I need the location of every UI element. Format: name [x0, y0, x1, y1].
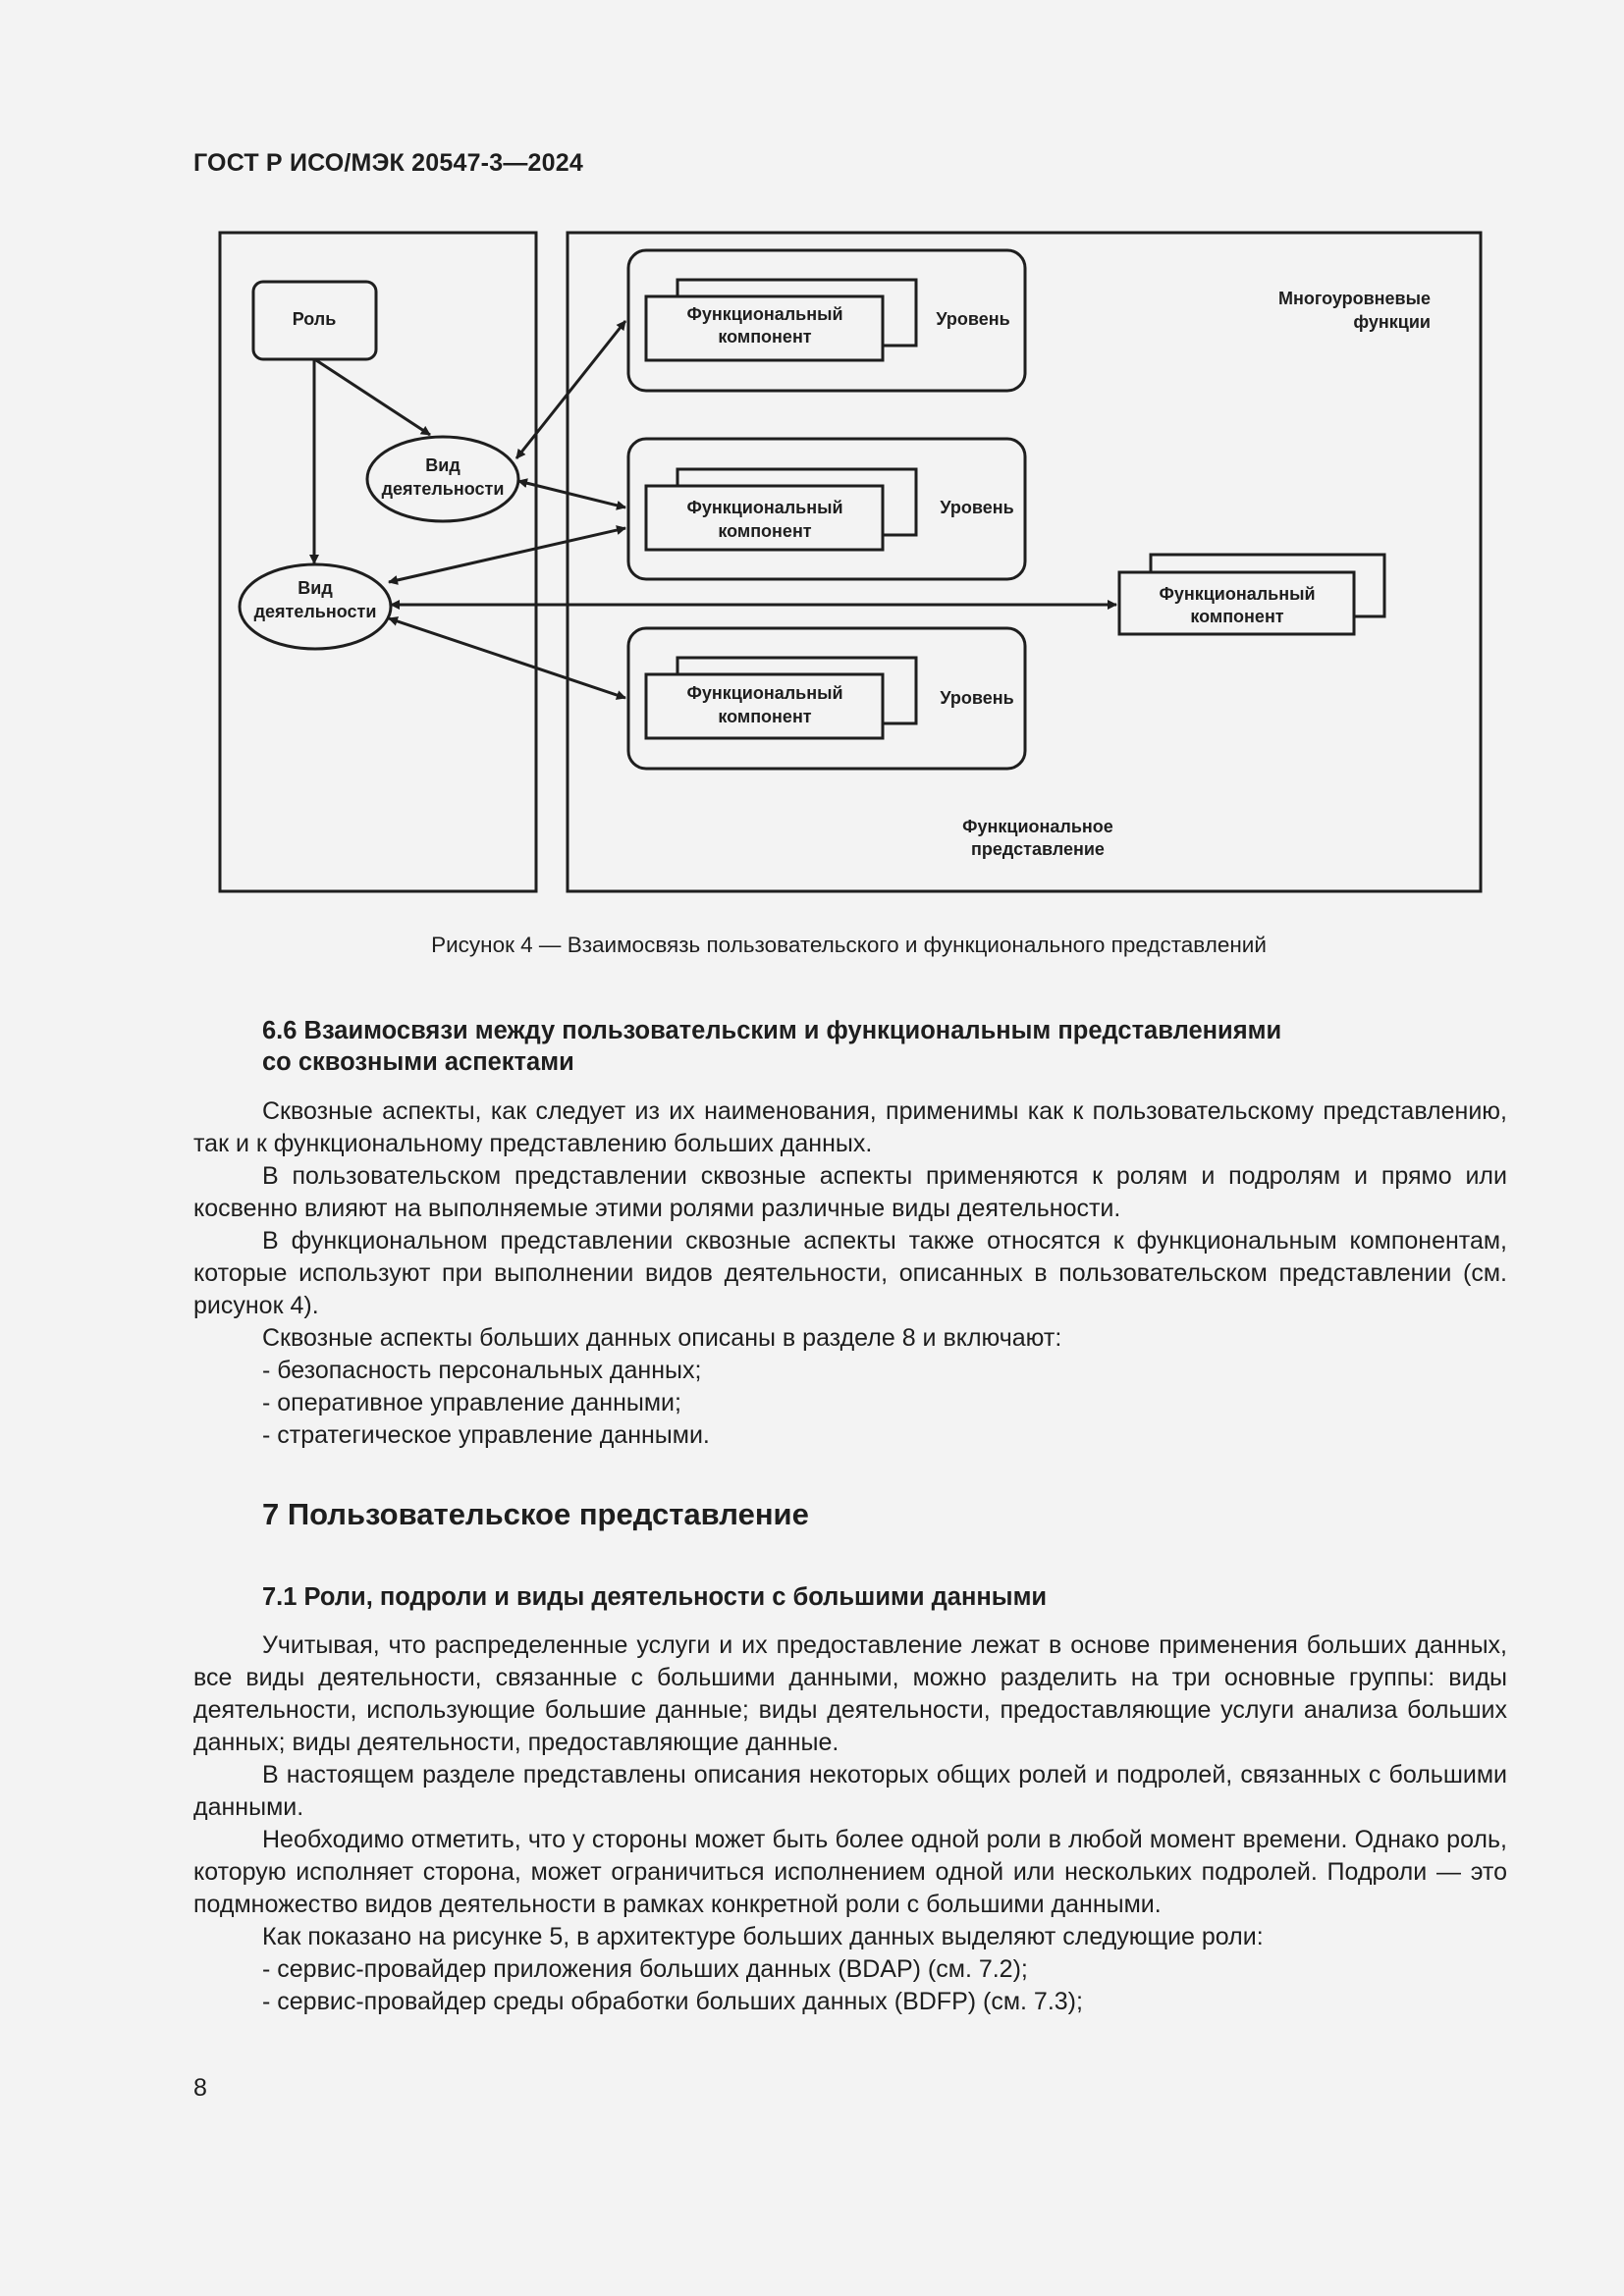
multilevel-label-1: Многоуровневые: [1278, 289, 1431, 308]
arrow-activity-level1: [514, 320, 627, 459]
paragraph: Необходимо отметить, что у стороны может…: [193, 1826, 1507, 1918]
figure-4-diagram: Роль Вид деятельности Вид деятельности Ф…: [218, 231, 1483, 893]
page-number: 8: [193, 2074, 207, 2102]
level-box-1: Функциональный компонент Уровень: [626, 248, 1027, 393]
arrow-role-to-activity-upper: [315, 358, 431, 437]
list-item: - сервис-провайдер приложения больших да…: [262, 1955, 1028, 1983]
user-view-panel: [218, 231, 538, 893]
paragraph: Учитывая, что распределенные услуги и их…: [193, 1631, 1507, 1756]
paragraph: Сквозные аспекты больших данных описаны …: [262, 1324, 1062, 1352]
arrow-activity-level2: [517, 478, 626, 510]
activity-ellipse-lower: Вид деятельности: [238, 562, 393, 651]
section-6-6-heading: 6.6 Взаимосвязи между пользовательским и…: [262, 1017, 1282, 1076]
list-item: - безопасность персональных данных;: [262, 1357, 702, 1384]
role-box: Роль: [251, 280, 378, 361]
svg-text:деятельности: деятельности: [382, 479, 505, 499]
figure-caption: Рисунок 4 — Взаимосвязь пользовательског…: [431, 933, 1267, 957]
section-7-1-heading: 7.1 Роли, подроли и виды деятельности с …: [262, 1583, 1048, 1611]
svg-text:компонент: компонент: [718, 327, 811, 347]
level-box-3: Функциональный компонент Уровень: [626, 626, 1027, 771]
paragraph: В настоящем разделе представлены описани…: [193, 1761, 1507, 1821]
paragraph: Сквозные аспекты, как следует из их наим…: [193, 1097, 1507, 1157]
list-item: - оперативное управление данными;: [262, 1389, 681, 1416]
paragraph: В функциональном представлении сквозные …: [193, 1227, 1507, 1319]
svg-text:Функциональный: Функциональный: [1159, 584, 1315, 604]
functional-view-label-1: Функциональное: [962, 817, 1113, 836]
svg-text:деятельности: деятельности: [254, 602, 377, 621]
list-item: - сервис-провайдер среды обработки больш…: [262, 1988, 1083, 2015]
functional-view-label-2: представление: [971, 839, 1105, 859]
svg-text:Вид: Вид: [298, 578, 333, 598]
svg-text:Уровень: Уровень: [940, 498, 1013, 517]
multilevel-label-2: функции: [1353, 312, 1431, 332]
paragraph: В пользовательском представлении сквозны…: [193, 1162, 1507, 1222]
arrow-activity-lower-level3: [388, 616, 626, 700]
activity-ellipse-upper: Вид деятельности: [365, 435, 520, 523]
svg-text:компонент: компонент: [1190, 607, 1283, 626]
svg-text:Уровень: Уровень: [940, 688, 1013, 708]
svg-text:Вид: Вид: [425, 455, 460, 475]
svg-text:компонент: компонент: [718, 707, 811, 726]
level-box-2: Функциональный компонент Уровень: [626, 437, 1027, 581]
svg-text:Функциональный: Функциональный: [686, 498, 842, 517]
section-7-heading: 7 Пользовательское представление: [262, 1497, 809, 1531]
arrow-activity-lower-level2: [388, 525, 626, 585]
svg-text:Функциональный: Функциональный: [686, 304, 842, 324]
standalone-component: Функциональный компонент: [1117, 553, 1386, 636]
list-item: - стратегическое управление данными.: [262, 1421, 710, 1449]
section-6-6-body: Сквозные аспекты, как следует из их наим…: [193, 1095, 1507, 1452]
svg-text:Уровень: Уровень: [936, 309, 1009, 329]
svg-text:Функциональный: Функциональный: [686, 683, 842, 703]
document-header: ГОСТ Р ИСО/МЭК 20547-3—2024: [193, 149, 583, 177]
paragraph: Как показано на рисунке 5, в архитектуре…: [262, 1923, 1264, 1950]
role-label: Роль: [293, 309, 337, 329]
svg-text:компонент: компонент: [718, 521, 811, 541]
section-7-1-body: Учитывая, что распределенные услуги и их…: [193, 1629, 1507, 2018]
